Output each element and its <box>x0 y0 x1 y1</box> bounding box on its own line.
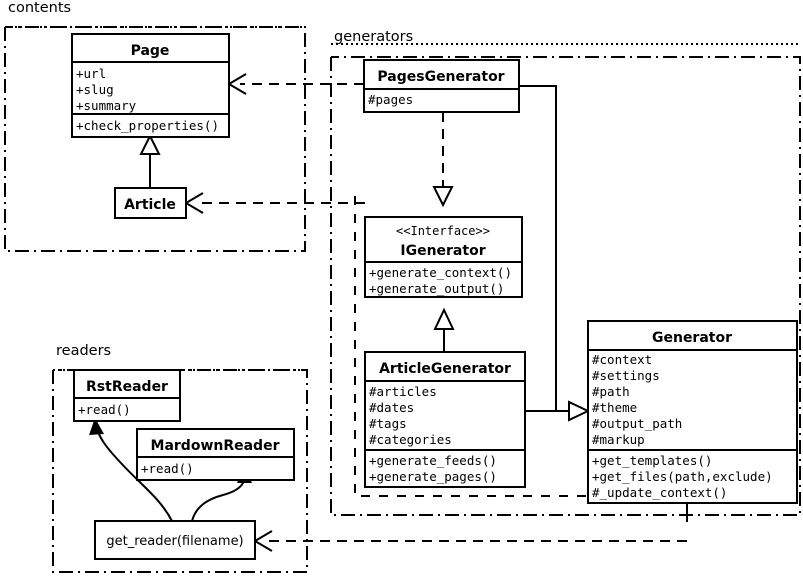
class-box-article[interactable]: Article <box>114 187 187 219</box>
class-articlegenerator-attribute: #articles <box>369 384 437 399</box>
class-mardownreader-frame <box>136 428 295 481</box>
class-page-title: Page <box>131 43 170 59</box>
relation-pagesgenerator-realizes-igenerator <box>432 112 454 208</box>
class-box-page[interactable]: Page +url +slug +summary +check_properti… <box>71 33 230 138</box>
package-contents: contents <box>4 0 306 252</box>
realization-arrowhead <box>432 186 454 208</box>
package-generators-inner-group <box>354 196 700 497</box>
class-articlegenerator-frame <box>364 351 526 488</box>
class-rstreader-frame <box>73 369 181 422</box>
function-get-reader-label: get_reader(filename) <box>106 534 243 549</box>
class-generator-method: #_update_context() <box>592 485 727 500</box>
class-box-igenerator[interactable]: <<Interface>> IGenerator +generate_conte… <box>364 216 523 298</box>
class-articlegenerator-attribute: #dates <box>369 400 414 415</box>
relation-curve <box>191 476 246 522</box>
class-page-frame <box>71 33 230 138</box>
class-generator-attribute: #path <box>592 384 630 399</box>
class-box-articlegenerator[interactable]: ArticleGenerator #articles #dates #tags … <box>364 351 526 488</box>
class-page-attribute: +slug <box>76 82 114 97</box>
relation-articlegenerator-realizes-igenerator <box>433 307 455 352</box>
class-igenerator-frame <box>364 216 523 298</box>
class-page-method: +check_properties() <box>76 118 219 133</box>
class-box-pagesgenerator[interactable]: PagesGenerator #pages <box>363 59 520 113</box>
package-contents-border <box>4 26 306 252</box>
relation-generators-inherit-generator <box>519 85 591 422</box>
package-generators-label: generators <box>334 29 413 45</box>
class-box-mardownreader[interactable]: MardownReader +read() <box>136 428 295 481</box>
flow-arrowhead <box>89 418 104 435</box>
class-mardownreader-method: +read() <box>141 461 194 476</box>
relation-line-pagesgenerator <box>519 85 557 411</box>
class-page-attribute: +summary <box>76 98 137 113</box>
generalization-arrowhead <box>139 133 161 155</box>
class-rstreader-method: +read() <box>78 402 131 417</box>
class-pagesgenerator-title: PagesGenerator <box>377 69 504 85</box>
class-rstreader-title: RstReader <box>86 379 168 395</box>
class-generator-method: +get_files(path,exclude) <box>592 469 773 484</box>
class-igenerator-stereotype: <<Interface>> <box>396 224 490 238</box>
class-article-frame <box>114 187 187 219</box>
relation-curve <box>96 427 173 522</box>
dependency-arrowhead <box>184 192 204 214</box>
relation-articlegenerator-uses-article <box>184 192 365 214</box>
package-readers-border <box>52 369 308 573</box>
class-generator-frame <box>587 320 798 504</box>
relation-article-inherits-page <box>139 133 161 188</box>
class-generator-attribute: #markup <box>592 432 645 447</box>
class-articlegenerator-attribute: #tags <box>369 416 407 431</box>
class-pagesgenerator-attribute: #pages <box>368 92 413 107</box>
class-igenerator-method: +generate_output() <box>369 281 504 296</box>
class-generator-method: +get_templates() <box>592 453 712 468</box>
relation-pagesgenerator-uses-page <box>227 73 364 95</box>
class-generator-attribute: #context <box>592 352 652 367</box>
generalization-arrowhead <box>568 400 591 422</box>
class-box-generator[interactable]: Generator #context #settings #path #them… <box>587 320 798 504</box>
class-articlegenerator-method: +generate_pages() <box>369 469 497 484</box>
class-article-title: Article <box>124 197 176 213</box>
class-generator-attribute: #output_path <box>592 416 682 431</box>
class-box-rstreader[interactable]: RstReader +read() <box>73 369 181 422</box>
class-igenerator-method: +generate_context() <box>369 265 512 280</box>
class-articlegenerator-method: +generate_feeds() <box>369 453 497 468</box>
class-mardownreader-title: MardownReader <box>151 438 280 454</box>
relation-get-reader-returns-rstreader <box>89 418 173 522</box>
class-igenerator-title: IGenerator <box>400 243 485 259</box>
relation-generator-uses-get-reader <box>253 503 688 552</box>
package-generators-border <box>330 56 801 516</box>
class-articlegenerator-title: ArticleGenerator <box>379 361 511 377</box>
class-generator-attribute: #settings <box>592 368 660 383</box>
class-generator-attribute: #theme <box>592 400 637 415</box>
class-generator-title: Generator <box>652 330 732 346</box>
class-articlegenerator-attribute: #categories <box>369 432 452 447</box>
function-get-reader-frame <box>94 520 256 560</box>
function-box-get-reader[interactable]: get_reader(filename) <box>94 520 256 560</box>
package-readers-label: readers <box>56 343 111 359</box>
package-generators: generators <box>330 29 801 516</box>
class-page-attribute: +url <box>76 66 106 81</box>
package-contents-label: contents <box>8 0 71 16</box>
class-pagesgenerator-frame <box>363 59 520 113</box>
generalization-arrowhead <box>433 307 455 330</box>
